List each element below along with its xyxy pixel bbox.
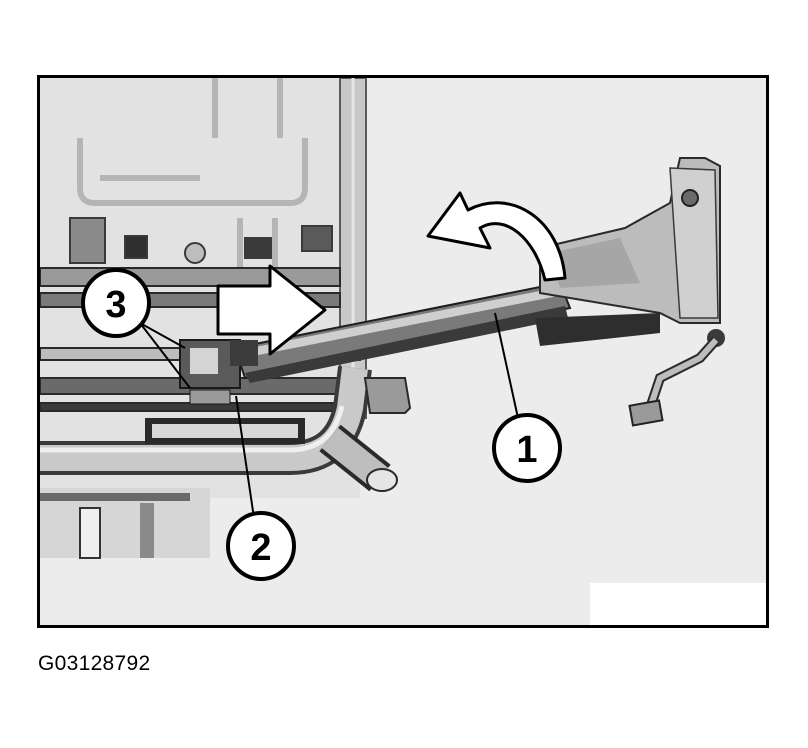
callout-1-label: 1: [516, 429, 537, 471]
callout-2: 2: [226, 511, 296, 581]
blank-patch: [590, 583, 766, 625]
straight-arrow-icon: [216, 264, 327, 356]
tube-stub: [319, 424, 398, 492]
latch-assembly: [179, 339, 258, 405]
figure-frame: 1 2 3: [37, 75, 769, 628]
lower-base: [40, 488, 210, 559]
callout-3: 3: [81, 268, 151, 338]
callout-1: 1: [492, 413, 562, 483]
side-bracket: [363, 377, 412, 414]
curved-arrow-icon: [426, 191, 567, 282]
lower-rail: [535, 313, 660, 346]
illustration: 1 2 3: [40, 78, 766, 625]
mounting-bracket: [539, 157, 725, 347]
upper-brackets: [69, 217, 333, 264]
seat-back-frame: [77, 78, 308, 268]
hanging-rod: [628, 336, 720, 427]
lever-bar: [233, 281, 572, 383]
callout-3-label: 3: [105, 284, 126, 326]
figure-code: G03128792: [38, 652, 151, 675]
callout-2-label: 2: [250, 527, 271, 569]
leader-lines: [139, 312, 519, 519]
